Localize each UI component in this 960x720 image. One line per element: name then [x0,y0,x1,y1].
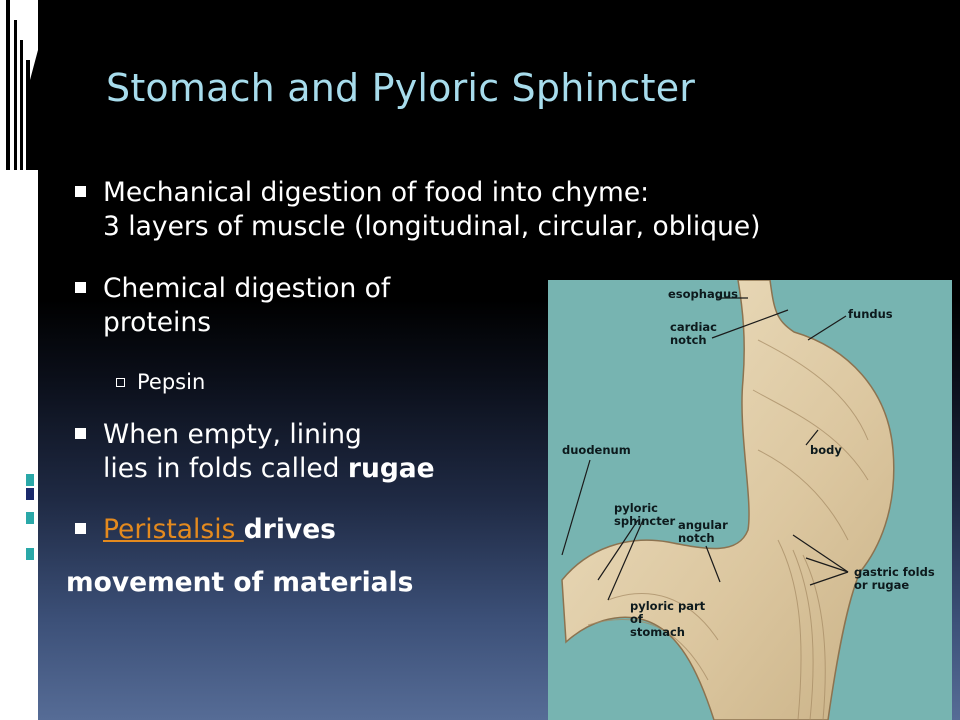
label-fundus: fundus [848,307,893,321]
label-pyloric-part-line2: of [630,612,643,626]
continuation-text-bold: movement of materials [66,567,414,598]
left-decorative-bar [0,0,38,720]
label-cardiac-line2: notch [670,333,707,347]
bullet-mechanical: Mechanical digestion of food into chyme:… [75,176,923,244]
accent-square-navy [26,488,34,500]
bullet-mechanical-line2: 3 layers of muscle (longitudinal, circul… [103,211,761,242]
bullet-mechanical-line1: Mechanical digestion of food into chyme: [103,177,650,208]
label-body: body [810,443,842,457]
left-stripes-decoration [6,0,38,170]
bullet-chemical-line2: proteins [103,307,212,338]
peristalsis-link[interactable]: Peristalsis [103,514,244,545]
bullet-square-icon [75,523,86,534]
label-pyloric-part-line3: stomach [630,625,685,639]
label-pyloric-part-line1: pyloric part [630,599,706,613]
bullet-peristalsis-rest: drives [243,514,336,545]
bullet-chemical: Chemical digestion of proteins [75,272,523,340]
label-gastric-line1: gastric folds [854,565,935,579]
bullet-peristalsis: Peristalsis drives [75,513,543,547]
bullet-rugae: When empty, lining lies in folds called … [75,418,543,486]
bullet-rugae-line2: lies in folds called rugae [103,452,543,486]
sub-bullet-pepsin: Pepsin [116,370,206,394]
sub-bullet-square-icon [116,378,125,387]
bullet-rugae-line2-text: lies in folds called [103,453,348,484]
sub-bullet-pepsin-text: Pepsin [137,370,206,394]
label-angular-line1: angular [678,518,728,532]
label-esophagus: esophagus [668,287,738,301]
rugae-term: rugae [347,453,435,484]
bullet-square-icon [75,186,86,197]
stomach-illustration [561,280,895,720]
label-pyloric-line1: pyloric [614,501,659,515]
bullet-rugae-line1: When empty, lining [103,419,362,450]
continuation-text: movement of materials [66,566,413,600]
slide-title: Stomach and Pyloric Sphincter [106,66,696,110]
bullet-square-icon [75,428,86,439]
accent-square-teal-2 [26,512,34,524]
label-angular-line2: notch [678,531,715,545]
label-gastric-line2: or rugae [854,578,910,592]
bullet-chemical-line1: Chemical digestion of [103,273,391,304]
accent-square-teal [26,474,34,486]
label-cardiac-line1: cardiac [670,320,717,334]
label-pyloric-line2: sphincter [614,514,676,528]
label-duodenum: duodenum [562,443,631,457]
accent-square-teal-3 [26,548,34,560]
bullet-square-icon [75,282,86,293]
